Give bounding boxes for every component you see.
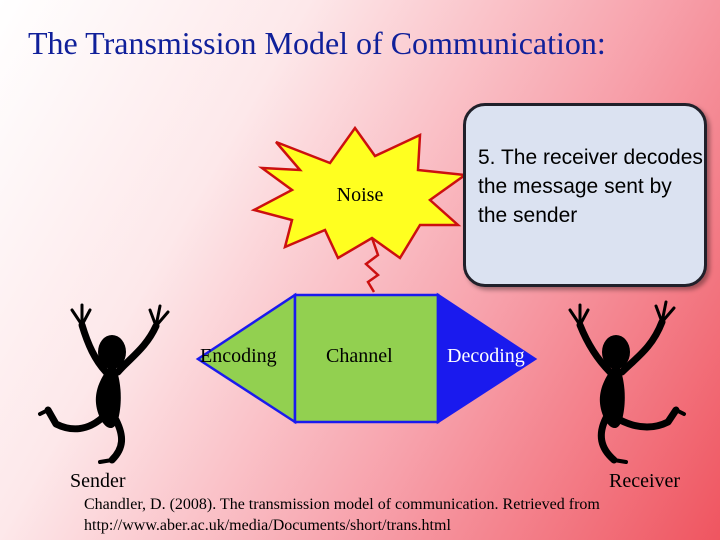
encoding-label: Encoding <box>200 345 277 367</box>
receiver-callout <box>463 103 707 287</box>
decoding-box <box>436 292 538 425</box>
channel-label: Channel <box>326 345 393 367</box>
noise-label: Noise <box>336 184 384 206</box>
channel-box <box>293 293 440 424</box>
receiver-label: Receiver <box>609 470 681 492</box>
sender-label: Sender <box>70 470 126 492</box>
noise-lightning-bolt <box>364 237 380 293</box>
decoding-label: Decoding <box>447 345 525 367</box>
noise-starburst <box>250 125 469 260</box>
sender-figure <box>38 303 170 464</box>
citation: Chandler, D. (2008). The transmission mo… <box>84 496 600 534</box>
slide-title: The Transmission Model of Communication: <box>28 25 606 61</box>
receiver-figure <box>568 300 686 464</box>
receiver-callout-text: 5. The receiver decodes the message sent… <box>478 146 703 227</box>
